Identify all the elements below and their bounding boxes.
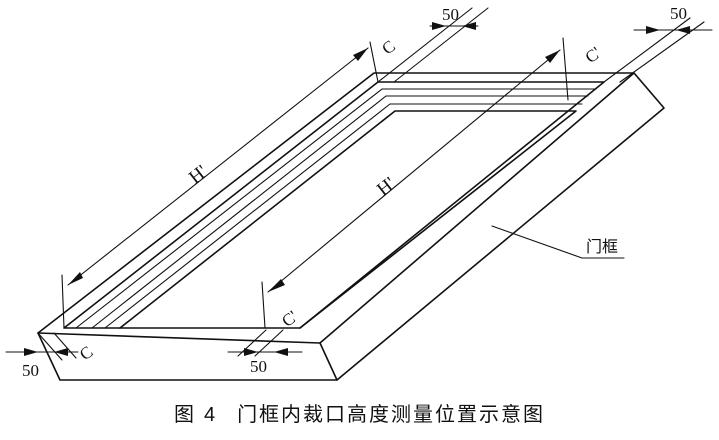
dim-h-prime-left: H' [61, 41, 379, 329]
caption-text: 门框内裁口高度测量位置示意图 [237, 402, 546, 426]
dim-50-bottom-left: 50 C [5, 332, 97, 380]
dim-50-top-left-label: 50 [442, 5, 459, 24]
dim-50-bottom-center: 50 C' [227, 307, 303, 376]
caption-number: 4 [203, 404, 218, 426]
c-bottom-left-label: C [76, 342, 97, 364]
dim-50-top-right-label: 50 [670, 4, 687, 23]
frame-body [37, 72, 665, 381]
h-prime-center-label: H' [373, 173, 399, 200]
h-prime-left-label: H' [185, 161, 211, 188]
c-top-left-label: C [378, 36, 399, 58]
dim-50-bottom-center-label: 50 [250, 357, 267, 376]
dim-50-bottom-left-label: 50 [22, 361, 39, 380]
door-frame-label: 门框 [586, 237, 618, 256]
dim-50-top-right: 50 C' [582, 4, 713, 83]
dim-50-top-left: 50 C [377, 5, 489, 83]
caption-prefix: 图 [173, 402, 196, 426]
door-frame-leader: 门框 [491, 225, 625, 259]
c-prime-top-right-label: C' [582, 43, 605, 67]
